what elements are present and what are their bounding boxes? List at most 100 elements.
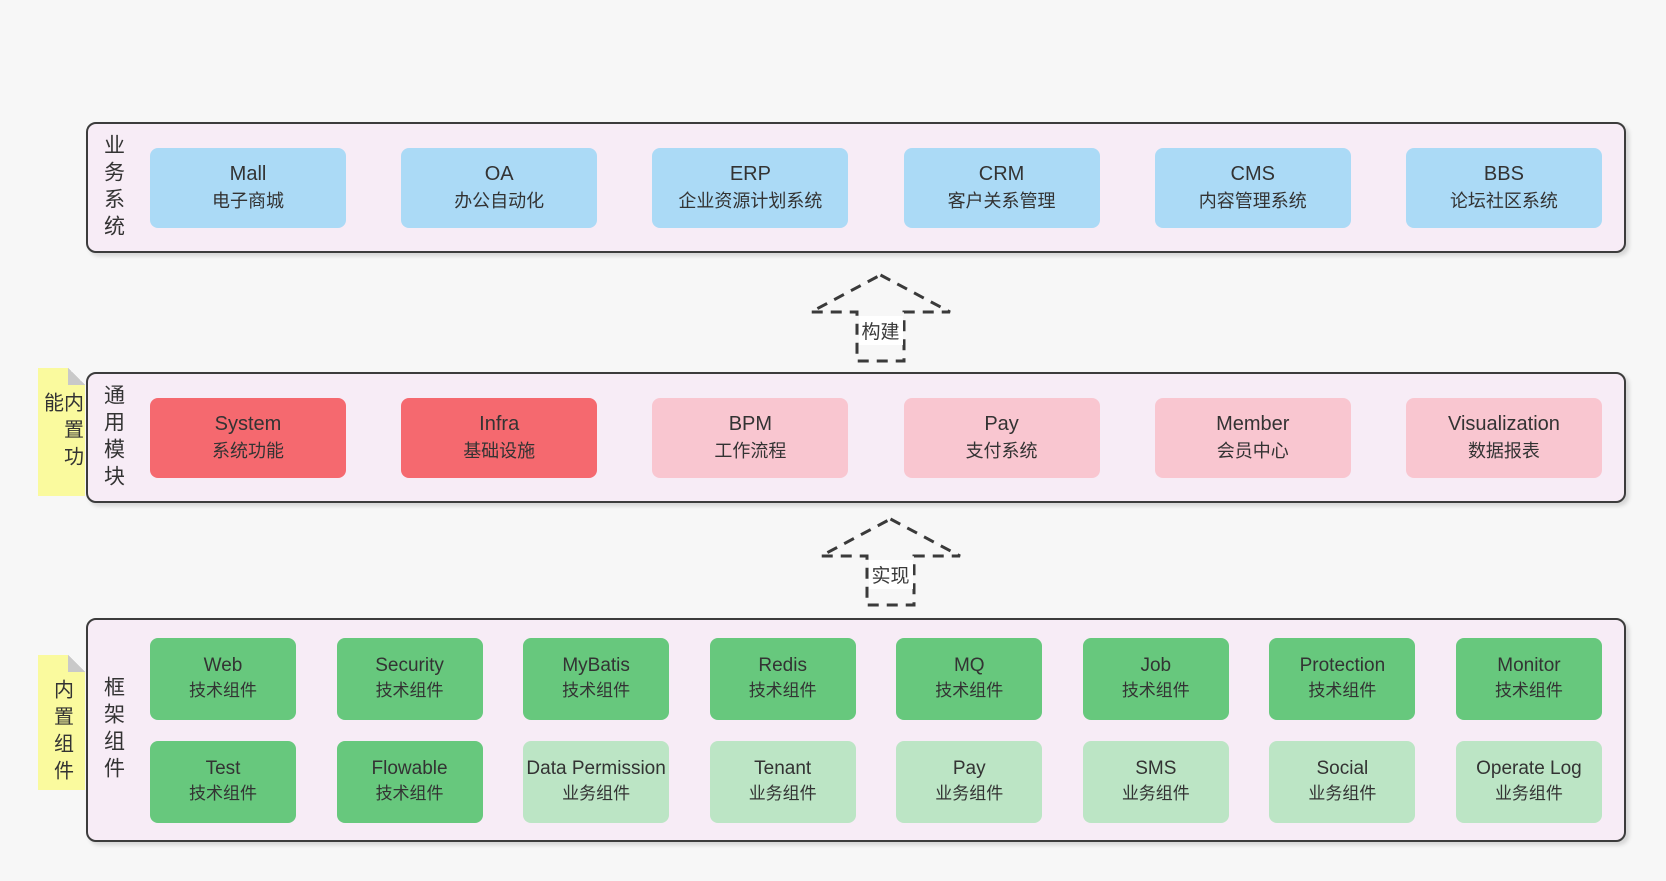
band-label-business-systems: 业务系统	[88, 124, 138, 251]
box-title: Infra	[479, 413, 520, 436]
box-mall: Mall 电子商城	[150, 147, 346, 228]
box-title: Monitor	[1497, 655, 1561, 677]
box-cms: CMS 内容管理系统	[1154, 147, 1351, 228]
box-subtitle: 支付系统	[965, 441, 1038, 462]
folded-corner-icon	[68, 655, 85, 672]
box-subtitle: 技术组件	[375, 784, 444, 804]
band-framework-components: 框架组件 Web 技术组件 Security 技术组件 MyBatis 技术组件…	[86, 618, 1626, 842]
block-arrow-up-icon	[820, 517, 961, 607]
box-subtitle: 业务组件	[935, 784, 1004, 804]
box-subtitle: 内容管理系统	[1198, 191, 1307, 212]
box-subtitle: 技术组件	[1308, 681, 1377, 701]
box-subtitle: 会员中心	[1216, 441, 1289, 462]
box-crm: CRM 客户关系管理	[903, 147, 1100, 228]
box-redis: Redis 技术组件	[709, 637, 856, 720]
box-visualization: Visualization 数据报表	[1405, 397, 1602, 478]
box-subtitle: 业务组件	[1494, 784, 1563, 804]
box-title: BPM	[728, 413, 773, 436]
box-subtitle: 工作流程	[714, 441, 787, 462]
box-title: MyBatis	[562, 655, 630, 677]
box-subtitle: 技术组件	[935, 681, 1004, 701]
block-arrow-up-icon	[810, 273, 951, 363]
band-business-systems: 业务系统 Mall 电子商城 OA 办公自动化 ERP 企业资源计划系统 CRM…	[86, 122, 1626, 253]
box-subtitle: 企业资源计划系统	[678, 191, 823, 212]
box-social: Social 业务组件	[1269, 740, 1416, 823]
box-subtitle: 技术组件	[189, 784, 257, 804]
framework-row-1: Web 技术组件 Security 技术组件 MyBatis 技术组件 Redi…	[150, 637, 1602, 720]
box-flowable: Flowable 技术组件	[336, 740, 483, 823]
box-title: CRM	[978, 163, 1025, 186]
box-subtitle: 电子商城	[212, 191, 284, 212]
box-title: Social	[1316, 758, 1369, 780]
box-subtitle: 业务组件	[1121, 784, 1190, 804]
box-title: Security	[375, 655, 444, 677]
box-title: ERP	[729, 163, 771, 186]
box-title: Visualization	[1447, 413, 1560, 436]
box-monitor: Monitor 技术组件	[1455, 637, 1602, 720]
box-title: Web	[203, 655, 243, 677]
box-subtitle: 技术组件	[562, 681, 631, 701]
box-subtitle: 基础设施	[463, 441, 536, 462]
box-mq: MQ 技术组件	[896, 637, 1043, 720]
box-title: Pay	[984, 413, 1019, 436]
box-title: Mall	[229, 163, 267, 186]
box-subtitle: 技术组件	[748, 681, 817, 701]
box-title: Job	[1140, 655, 1172, 677]
framework-row-2: Test 技术组件 Flowable 技术组件 Data Permission …	[150, 740, 1602, 823]
sticky-note-builtin-features: 内置功能	[38, 368, 85, 496]
box-subtitle: 业务组件	[562, 784, 631, 804]
box-bbs: BBS 论坛社区系统	[1405, 147, 1602, 228]
arrow-build: 构建	[808, 272, 953, 364]
box-subtitle: 业务组件	[1308, 784, 1377, 804]
box-title: Data Permission	[526, 758, 666, 780]
band-common-modules: 通用模块 System 系统功能 Infra 基础设施 BPM 工作流程 Pay…	[86, 372, 1626, 503]
box-title: Tenant	[754, 758, 812, 780]
band-label-text: 通用模块	[101, 384, 125, 492]
arrow-implement: 实现	[818, 516, 963, 608]
band-label-common-modules: 通用模块	[88, 374, 138, 501]
box-bpm: BPM 工作流程	[652, 397, 849, 478]
box-subtitle: 客户关系管理	[947, 191, 1056, 212]
box-subtitle: 数据报表	[1467, 441, 1540, 462]
box-infra: Infra 基础设施	[401, 397, 598, 478]
box-subtitle: 办公自动化	[454, 191, 545, 212]
sticky-note-text: 内置组件	[50, 679, 73, 787]
box-title: MQ	[953, 655, 985, 677]
band-label-text: 业务系统	[101, 134, 125, 242]
band-label-framework-components: 框架组件	[88, 620, 138, 840]
box-title: Member	[1216, 413, 1290, 436]
band-framework-components-content: Web 技术组件 Security 技术组件 MyBatis 技术组件 Redi…	[138, 620, 1624, 840]
box-protection: Protection 技术组件	[1269, 637, 1416, 720]
folded-corner-icon	[68, 368, 85, 385]
box-erp: ERP 企业资源计划系统	[652, 147, 849, 228]
sticky-note-text: 内置功能	[40, 392, 83, 473]
box-sms: SMS 业务组件	[1082, 740, 1229, 823]
box-job: Job 技术组件	[1082, 637, 1229, 720]
band-common-modules-content: System 系统功能 Infra 基础设施 BPM 工作流程 Pay 支付系统…	[138, 374, 1624, 501]
box-mybatis: MyBatis 技术组件	[523, 637, 670, 720]
box-subtitle: 技术组件	[1494, 681, 1563, 701]
arrow-build-label: 构建	[858, 316, 903, 345]
box-web: Web 技术组件	[150, 637, 296, 720]
box-title: Redis	[758, 655, 807, 677]
box-title: Pay	[952, 758, 986, 780]
box-subtitle: 技术组件	[375, 681, 444, 701]
box-title: Operate Log	[1476, 758, 1582, 780]
box-data-permission: Data Permission 业务组件	[523, 740, 670, 823]
box-pay-module: Pay 支付系统	[903, 397, 1100, 478]
box-oa: OA 办公自动化	[401, 147, 598, 228]
box-title: CMS	[1230, 163, 1275, 186]
box-title: BBS	[1483, 163, 1524, 186]
sticky-note-builtin-components: 内置组件	[38, 655, 85, 790]
arrow-implement-label: 实现	[868, 560, 913, 589]
box-title: OA	[484, 163, 514, 186]
box-title: SMS	[1135, 758, 1177, 780]
box-title: Test	[205, 758, 241, 780]
box-title: Flowable	[371, 758, 448, 780]
box-subtitle: 业务组件	[748, 784, 817, 804]
band-business-systems-content: Mall 电子商城 OA 办公自动化 ERP 企业资源计划系统 CRM 客户关系…	[138, 124, 1624, 251]
box-subtitle: 技术组件	[189, 681, 257, 701]
box-title: System	[214, 413, 282, 436]
box-member: Member 会员中心	[1154, 397, 1351, 478]
box-system: System 系统功能	[150, 397, 346, 478]
